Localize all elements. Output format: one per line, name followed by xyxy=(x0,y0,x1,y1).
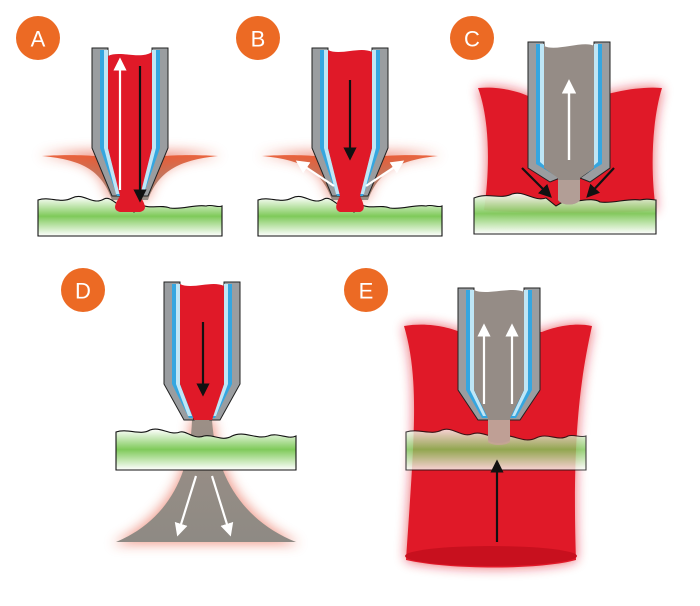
panel-b: B xyxy=(236,16,443,237)
panel-c: C xyxy=(450,16,662,235)
panel-a-badge: A xyxy=(16,16,60,60)
inflow-arrow-left xyxy=(521,167,552,198)
panel-a: A xyxy=(16,16,223,237)
spread-arrow-right xyxy=(365,160,405,187)
panel-d: D xyxy=(61,268,300,544)
panel-e-label: E xyxy=(359,279,374,304)
panel-e-badge: E xyxy=(344,268,388,312)
spread-arrow-left xyxy=(295,160,335,187)
through-arrow-right xyxy=(210,475,234,537)
inflow-arrow-right xyxy=(586,167,615,198)
panel-c-label: C xyxy=(464,27,480,52)
panel-c-badge: C xyxy=(450,16,494,60)
sample-block xyxy=(473,192,657,235)
panel-d-badge: D xyxy=(61,268,105,312)
sample-block xyxy=(115,428,297,471)
sample-block xyxy=(405,428,587,471)
panel-b-badge: B xyxy=(236,16,280,60)
panel-a-label: A xyxy=(31,27,46,52)
panel-e: E xyxy=(344,268,592,568)
through-arrow-left xyxy=(174,475,198,537)
panel-d-label: D xyxy=(75,279,91,304)
panel-b-label: B xyxy=(251,27,266,52)
